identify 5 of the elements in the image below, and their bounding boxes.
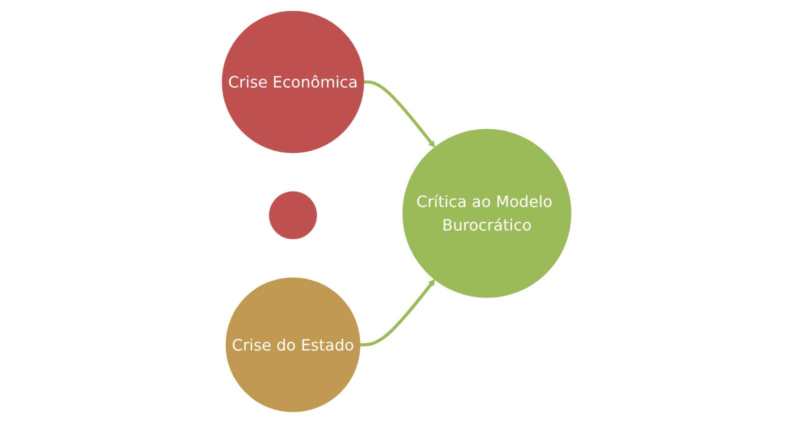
arrow [360,279,436,346]
arrow [364,80,436,148]
node-circle: Crise Econômica [222,10,364,154]
node-circle: Crise do Estado [226,277,360,412]
node-circle: Crítica ao Modelo Burocrático [402,128,572,298]
